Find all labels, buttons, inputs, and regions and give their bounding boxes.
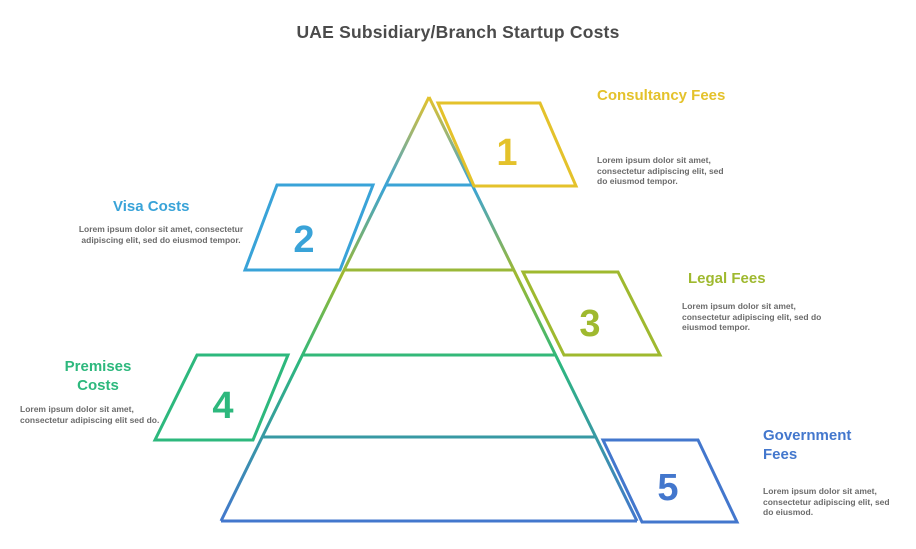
pyramid-left-edge [219, 96, 431, 522]
level-3-parallelogram [520, 270, 663, 357]
pyramid-right-edge [427, 96, 639, 522]
level-1-number: 1 [496, 132, 517, 174]
level-4-parallelogram [152, 353, 291, 442]
level-3-number: 3 [579, 303, 600, 345]
level-2-label: Visa Costs [113, 198, 190, 215]
level-4-number: 4 [212, 385, 233, 427]
level-1-parallelogram [435, 101, 579, 188]
level-3-description: Lorem ipsum dolor sit amet, consectetur … [682, 301, 822, 332]
level-5-parallelogram [600, 438, 740, 524]
level-1-label: Consultancy Fees [597, 87, 726, 104]
level-2-description: Lorem ipsum dolor sit amet, consectetur … [78, 224, 244, 245]
level-3-label: Legal Fees [688, 270, 766, 287]
level-5-description: Lorem ipsum dolor sit amet, consectetur … [763, 486, 890, 517]
level-4-label: Premises Costs [64, 358, 132, 394]
level-1-description: Lorem ipsum dolor sit amet, consectetur … [597, 155, 724, 186]
level-5-label: Government Fees [763, 427, 852, 463]
level-4-description: Lorem ipsum dolor sit amet, consectetur … [20, 404, 160, 425]
level-2-number: 2 [293, 219, 314, 261]
level-2-parallelogram [242, 183, 376, 272]
page-title: UAE Subsidiary/Branch Startup Costs [296, 22, 620, 42]
level-5-number: 5 [657, 467, 678, 509]
